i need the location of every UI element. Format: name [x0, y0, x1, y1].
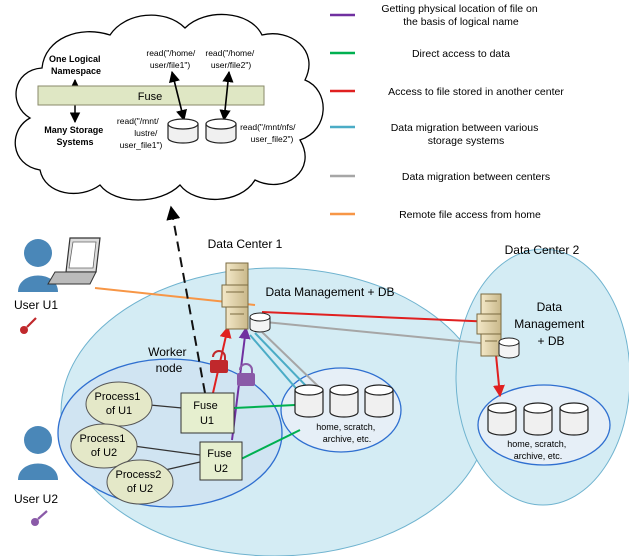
dc2-storage-disks-icon	[487, 402, 589, 436]
process2-u2	[106, 459, 174, 505]
file2-resolve-arrow	[219, 70, 234, 122]
process1-u2-to-fuse	[125, 444, 201, 456]
legend-label-purple: Getting physical location of file on the…	[381, 3, 540, 28]
dc1-storage-disks-icon	[294, 384, 394, 418]
fuse-u2-box	[199, 441, 243, 481]
process2-u2-label: Process2 of U2	[116, 469, 165, 495]
user-u1-avatar-icon	[18, 239, 58, 292]
dc2-storage-label: home, scratch, archive, etc.	[507, 439, 569, 461]
red-lock-icon	[210, 350, 228, 373]
process-u1-to-fuse	[149, 404, 183, 409]
process1-u1	[85, 381, 153, 427]
user-u2-avatar-icon	[18, 426, 58, 480]
fuse-bar-label: Fuse	[138, 91, 162, 103]
process2-u2-to-fuse	[164, 461, 201, 471]
data-center-2-title: Data Center 2	[505, 243, 580, 257]
read-lustre: read("/mnt/ lustre/ user_file1")	[117, 116, 163, 150]
storage-systems-label: Many Storage Systems	[44, 125, 106, 147]
purple-key-icon	[31, 510, 48, 526]
dc1-data-management-label: Data Management + DB	[265, 285, 394, 299]
fuse-u2-label: Fuse U2	[207, 448, 235, 475]
legend-label-green: Direct access to data	[412, 48, 510, 60]
data-center-2-region	[455, 248, 629, 506]
cloud-shape	[14, 13, 324, 201]
dc2-db-icon	[498, 337, 520, 359]
worker-node-label: Worker node	[148, 345, 190, 375]
read-nfs: read("/mnt/nfs/ user_file2")	[240, 122, 298, 144]
read-home-file1: read("/home/ user/file1")	[146, 48, 197, 70]
storage-disk-lustre	[167, 118, 199, 144]
migration-storage-line-2	[249, 334, 301, 394]
migration-centers-line-1	[264, 321, 501, 346]
legend-label-orange: Remote file access from home	[399, 209, 541, 221]
fuse-namespace-cloud: One Logical Namespace Many Storage Syste…	[14, 13, 324, 201]
dc1-server-stack-icon	[221, 262, 249, 330]
fuse-u1-box	[180, 392, 235, 434]
migration-storage-line-1	[254, 332, 311, 391]
process1-u1-label: Process1 of U1	[95, 391, 144, 417]
process1-u2-label: Process1 of U2	[80, 433, 129, 459]
dc2-data-management-label: Data Management + DB	[514, 300, 587, 348]
legend-label-lightblue: Data migration between various storage s…	[391, 122, 542, 147]
dc2-server-stack-icon	[476, 293, 502, 357]
dc1-db-icon	[249, 312, 271, 333]
laptop-icon	[47, 237, 101, 285]
remote-center-access-arrow	[261, 311, 497, 328]
read-home-file2: read("/home/ user/file2")	[205, 48, 256, 70]
fuse-u1-label: Fuse U1	[193, 400, 221, 427]
purple-lock-icon	[237, 363, 255, 386]
file1-resolve-arrow	[169, 70, 187, 122]
red-key-icon	[20, 317, 37, 334]
namespace-label: One Logical Namespace	[49, 54, 103, 76]
storage-disk-nfs	[205, 118, 237, 144]
dc2-storage-access-arrow	[492, 354, 505, 398]
fuse-u1-direct-access	[233, 404, 296, 409]
data-center-1-title: Data Center 1	[208, 237, 283, 251]
fuse-u2-direct-access	[234, 429, 301, 463]
legend: Getting physical location of file on the…	[330, 3, 564, 221]
user-u1-label: User U1	[14, 298, 58, 312]
fuse-bar	[37, 85, 265, 106]
migration-centers-line-2	[261, 331, 321, 389]
user-u2-label: User U2	[14, 492, 58, 506]
legend-label-red: Access to file stored in another center	[388, 86, 564, 98]
dc1-storage-label: home, scratch, archive, etc.	[316, 422, 378, 444]
legend-label-grey: Data migration between centers	[402, 171, 550, 183]
process1-u2	[70, 423, 138, 469]
